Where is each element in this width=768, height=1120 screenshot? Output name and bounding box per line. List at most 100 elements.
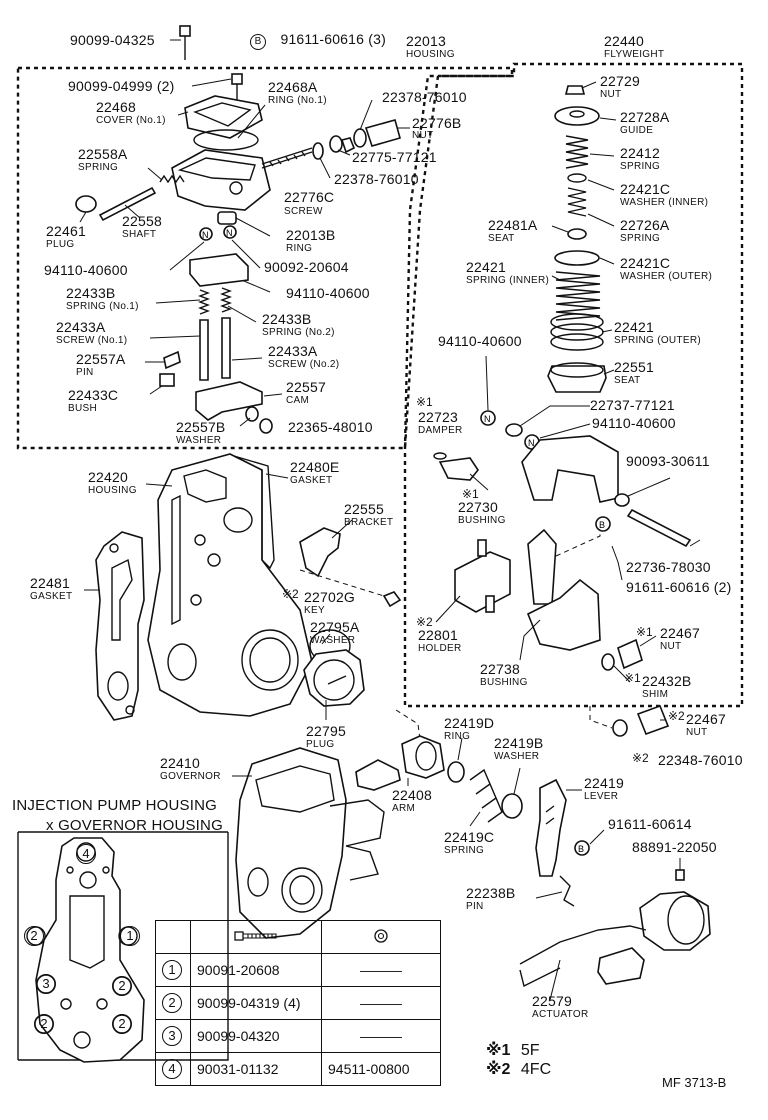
part-name: ARM — [392, 803, 416, 814]
part-label: 22702G — [304, 589, 356, 605]
inset-title: INJECTION PUMP HOUSING — [12, 797, 217, 814]
footnote-mark: ※1 — [416, 395, 433, 409]
part-label: 94110-40600 — [438, 333, 522, 349]
table-header-row — [155, 920, 441, 954]
part-label: 22551 — [614, 359, 654, 375]
part-label: 22433A — [268, 343, 318, 359]
inset-marker: 2 — [34, 1014, 54, 1034]
top-left-parts: N N — [75, 25, 410, 434]
part-name: SHAFT — [122, 229, 157, 240]
part-name: NUT — [600, 89, 622, 100]
part-name: NUT — [660, 641, 682, 652]
middle-parts — [84, 453, 421, 741]
part-label: 94110-40600 — [592, 415, 676, 431]
part-label: 22433C — [68, 387, 119, 403]
part-name: PIN — [466, 901, 484, 912]
part-label: 22737-77121 — [590, 397, 675, 413]
part-label: 22776B — [412, 115, 462, 131]
part-label: 90093-30611 — [626, 453, 710, 469]
part-label: 22480E — [290, 459, 340, 475]
inset-subtitle: x GOVERNOR HOUSING — [46, 817, 223, 834]
part-label: 88891-22050 — [632, 839, 717, 855]
part-label: 22420 — [88, 469, 128, 485]
part-name: WASHER (INNER) — [620, 197, 709, 208]
part-label: 22421 — [466, 259, 506, 275]
row-marker: 1 — [162, 960, 182, 980]
part-label: 90099-04999 (2) — [68, 78, 175, 94]
svg-text:N: N — [484, 414, 491, 424]
row-marker: 2 — [162, 993, 182, 1013]
bolt-icon — [190, 920, 322, 954]
footnote-mark: ※1 — [462, 487, 479, 501]
part-label: 22730 — [458, 499, 498, 515]
part-label: 22557B — [176, 419, 226, 435]
part-label: 22775-77121 — [352, 149, 437, 165]
part-name: SEAT — [614, 375, 641, 386]
part-name: SHIM — [642, 689, 669, 700]
svg-text:N: N — [226, 228, 233, 238]
part-label: 90092-20604 — [264, 259, 349, 275]
part-label: 22723 — [418, 409, 458, 425]
footnote: ※2 4FC — [486, 1061, 552, 1078]
part-name: BUSHING — [480, 677, 528, 688]
footnote-mark: ※2 — [632, 751, 649, 765]
part-name: NUT — [412, 130, 434, 141]
part-label: 22795A — [310, 619, 360, 635]
part-name: CAM — [286, 395, 310, 406]
flyweight-group-box — [403, 62, 744, 708]
bolt-number: 90099-04320 — [190, 1019, 322, 1053]
part-name: LEVER — [584, 791, 619, 802]
flyweight-group-number: 22440 — [604, 33, 644, 49]
part-name: PIN — [76, 367, 94, 378]
inset-marker: 1 — [120, 926, 140, 946]
part-label: 22468A — [268, 79, 318, 95]
part-label: 22238B — [466, 885, 516, 901]
part-label: 22013B — [286, 227, 336, 243]
part-name: RING (No.1) — [268, 95, 327, 106]
part-label: 94110-40600 — [286, 285, 370, 301]
svg-text:N: N — [202, 230, 209, 240]
inset-marker: 4 — [76, 844, 96, 864]
part-label: 22481 — [30, 575, 70, 591]
part-label: 22433B — [262, 311, 312, 327]
part-label: 22419B — [494, 735, 544, 751]
part-name: DAMPER — [418, 425, 463, 436]
part-label: 22365-48010 — [288, 419, 373, 435]
diagram-id: MF 3713-B — [662, 1075, 727, 1090]
part-name: PLUG — [46, 239, 75, 250]
governor-parts: B — [232, 735, 711, 1001]
bolt-number: 90031-01132 — [190, 1052, 322, 1086]
part-name: BUSHING — [458, 515, 506, 526]
flyweight-stack: N N B — [433, 81, 701, 737]
footnote-mark: ※1 — [624, 671, 641, 685]
part-name: SPRING (No.1) — [66, 301, 139, 312]
row-marker: 4 — [162, 1059, 182, 1079]
part-label: 22378-76010 — [382, 89, 467, 105]
part-label: 22348-76010 — [658, 752, 743, 768]
part-label: 22412 — [620, 145, 660, 161]
part-label: 22421C — [620, 181, 671, 197]
footnote-mark: ※1 — [636, 625, 653, 639]
footnote: ※1 5F — [486, 1042, 540, 1059]
part-label: 22421C — [620, 255, 671, 271]
part-name: RING — [286, 243, 313, 254]
b-marker-icon: B — [250, 34, 266, 50]
part-label: 22795 — [306, 723, 346, 739]
part-name: PLUG — [306, 739, 335, 750]
part-name: HOUSING — [88, 485, 137, 496]
part-label: 22433B — [66, 285, 116, 301]
bolt-number: 90091-20608 — [190, 953, 322, 987]
part-name: SPRING — [78, 162, 119, 173]
svg-text:N: N — [528, 438, 535, 448]
part-name: SPRING (INNER) — [466, 275, 550, 286]
part-label: 22728A — [620, 109, 670, 125]
part-label: 22408 — [392, 787, 432, 803]
part-name: SPRING (OUTER) — [614, 335, 701, 346]
part-label: 22419D — [444, 715, 495, 731]
part-label: 22555 — [344, 501, 384, 517]
part-label: 22726A — [620, 217, 670, 233]
row-marker: 3 — [162, 1026, 182, 1046]
part-name: NUT — [686, 727, 708, 738]
table-row: 2 90099-04319 (4) ——— — [155, 986, 441, 1020]
